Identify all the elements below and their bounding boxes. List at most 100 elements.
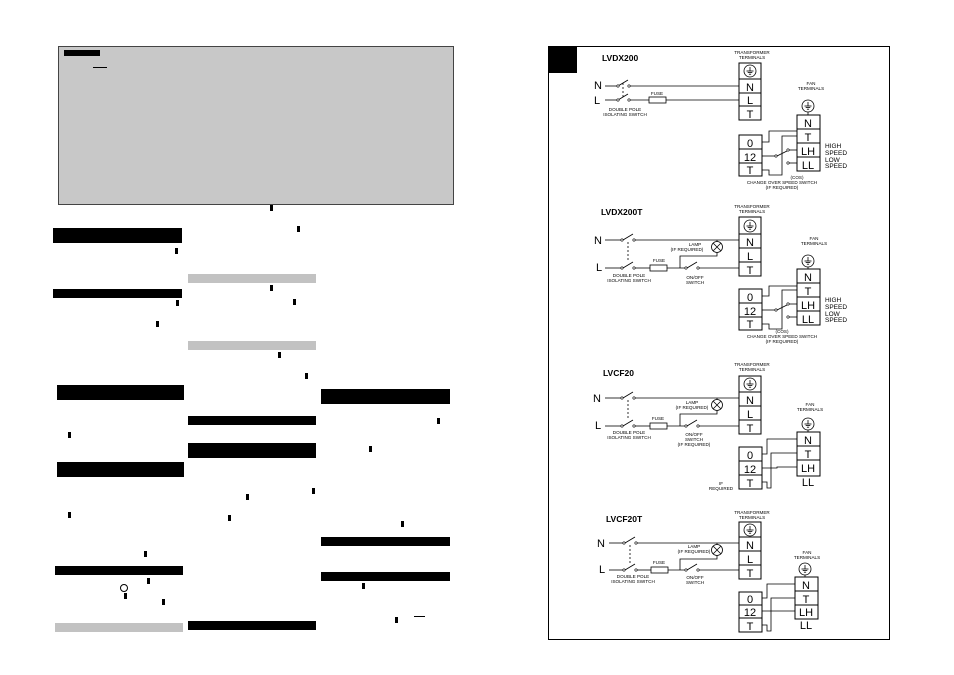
fan-label-2: TERMINALS: [794, 555, 820, 560]
fan-terminal-n: N: [804, 272, 812, 284]
fan-label-1: FAN: [810, 236, 819, 241]
diagram-title: LVCF20: [603, 368, 634, 378]
secondary-terminal-0: 0: [747, 594, 753, 606]
secondary-terminal-block: [738, 288, 763, 331]
supply-l: L: [595, 420, 601, 432]
terminal-t: T: [747, 109, 754, 121]
fuse-symbol: [649, 422, 668, 430]
section-heading-bar: [188, 416, 316, 425]
text-mark: [68, 432, 71, 438]
text-mark: [156, 321, 159, 327]
text-mark: [278, 352, 281, 358]
onoff-label-2: SWITCH: [686, 280, 704, 285]
fan-label-2: TERMINALS: [798, 86, 824, 91]
isolating-switch-label-1: DOUBLE POLE: [613, 273, 645, 278]
high-speed-label-2: SPEED: [825, 150, 847, 157]
transformer-label-1: TRANSFORMER: [734, 362, 770, 367]
terminal-t: T: [747, 265, 754, 277]
transformer-label-1: TRANSFORMER: [734, 204, 770, 209]
diagram-title: LVDX200T: [601, 207, 643, 217]
lamp-label-1: LAMP: [689, 242, 702, 247]
text-mark: [270, 285, 273, 291]
terminal-l: L: [747, 409, 753, 421]
earth-icon: [801, 254, 815, 268]
secondary-terminal-t: T: [747, 165, 754, 177]
section-heading-bar: [55, 566, 183, 575]
terminal-t: T: [747, 423, 754, 435]
isolating-switch-label-1: DOUBLE POLE: [609, 107, 641, 112]
fuse-symbol: [649, 264, 668, 272]
text-mark: [228, 515, 231, 521]
text-mark: [395, 617, 398, 623]
secondary-terminal-12: 12: [744, 152, 756, 164]
onoff-label-2: SWITCH: [685, 437, 703, 442]
terminal-n: N: [746, 540, 754, 552]
text-mark: [246, 494, 249, 500]
section-heading-bar: [53, 289, 182, 298]
fan-terminal-t: T: [805, 449, 812, 461]
section-heading-bar: [188, 621, 316, 630]
fan-label-1: FAN: [803, 550, 812, 555]
high-speed-label-2: SPEED: [825, 304, 847, 311]
fan-terminal-ll: LL: [802, 160, 814, 172]
terminal-l: L: [747, 554, 753, 566]
earth-icon: [798, 562, 812, 576]
section-heading-bar-grey: [188, 274, 316, 283]
diagram-lvdx200t: LVDX200T TRANSFORMER TERMINALS N L T N L: [594, 204, 847, 344]
section-heading-bar-grey: [188, 341, 316, 350]
transformer-label-1: TRANSFORMER: [734, 510, 770, 515]
fan-terminal-ll: LL: [800, 620, 812, 632]
diagram-lvdx200: LVDX200 TRANSFORMER TERMINALS N L T N L: [594, 50, 847, 190]
text-mark: [297, 226, 300, 232]
supply-n: N: [597, 538, 605, 550]
text-mark: [312, 488, 315, 494]
transformer-label-2: TERMINALS: [739, 55, 765, 60]
earth-icon: [743, 377, 757, 391]
onoff-label-1: ON/OFF: [686, 275, 704, 280]
earth-symbol-icon: [120, 584, 128, 592]
cos-label-2: CHANGE OVER SPEED SWITCH: [747, 180, 817, 185]
low-speed-label: LOW: [825, 311, 841, 318]
terminal-n: N: [746, 237, 754, 249]
transformer-label-2: TERMINALS: [739, 367, 765, 372]
fan-terminal-ll: LL: [802, 477, 814, 489]
secondary-terminal-0: 0: [747, 138, 753, 150]
fan-terminal-block: [796, 431, 821, 477]
transformer-label-1: TRANSFORMER: [734, 50, 770, 55]
onoff-label-1: ON/OFF: [686, 575, 704, 580]
section-heading-bar-grey: [55, 623, 183, 632]
text-mark: [305, 373, 308, 379]
wiring-diagram-svg: LVDX200 TRANSFORMER TERMINALS N L T N L: [593, 50, 847, 633]
fan-label-1: FAN: [807, 81, 816, 86]
section-heading-bar: [321, 537, 450, 546]
low-speed-label-2: SPEED: [825, 317, 847, 324]
supply-l: L: [596, 262, 602, 274]
onoff-label-1: ON/OFF: [685, 432, 703, 437]
fan-label-2: TERMINALS: [797, 407, 823, 412]
terminal-l: L: [747, 251, 753, 263]
isolating-switch-label-2: ISOLATING SWITCH: [603, 112, 647, 117]
text-mark: [293, 299, 296, 305]
earth-icon: [801, 417, 815, 431]
earth-icon: [743, 523, 757, 537]
lamp-label-2: (IF REQUIRED): [676, 405, 709, 410]
lamp-label-2: (IF REQUIRED): [678, 549, 711, 554]
cos-label-1: (COS): [775, 329, 788, 334]
fan-terminal-t: T: [805, 286, 812, 298]
fuse-label: FUSE: [652, 416, 664, 421]
section-heading-bar: [321, 389, 450, 404]
fan-terminal-n: N: [804, 435, 812, 447]
low-speed-label: LOW: [825, 157, 841, 164]
section-heading-bar: [321, 572, 450, 581]
section-heading-bar: [57, 385, 184, 400]
wiring-diagrams-panel: LVDX200 TRANSFORMER TERMINALS N L T N L: [548, 46, 890, 640]
text-underline: [414, 616, 425, 617]
diagram-lvcf20t: LVCF20T TRANSFORMER TERMINALS N L T N L: [597, 510, 820, 633]
high-speed-label: HIGH: [825, 297, 842, 304]
note-underline: [93, 67, 107, 68]
secondary-terminal-t: T: [747, 621, 754, 633]
fan-terminal-t: T: [805, 132, 812, 144]
section-heading-bar: [53, 228, 182, 243]
fuse-symbol: [648, 96, 667, 104]
text-mark: [401, 521, 404, 527]
